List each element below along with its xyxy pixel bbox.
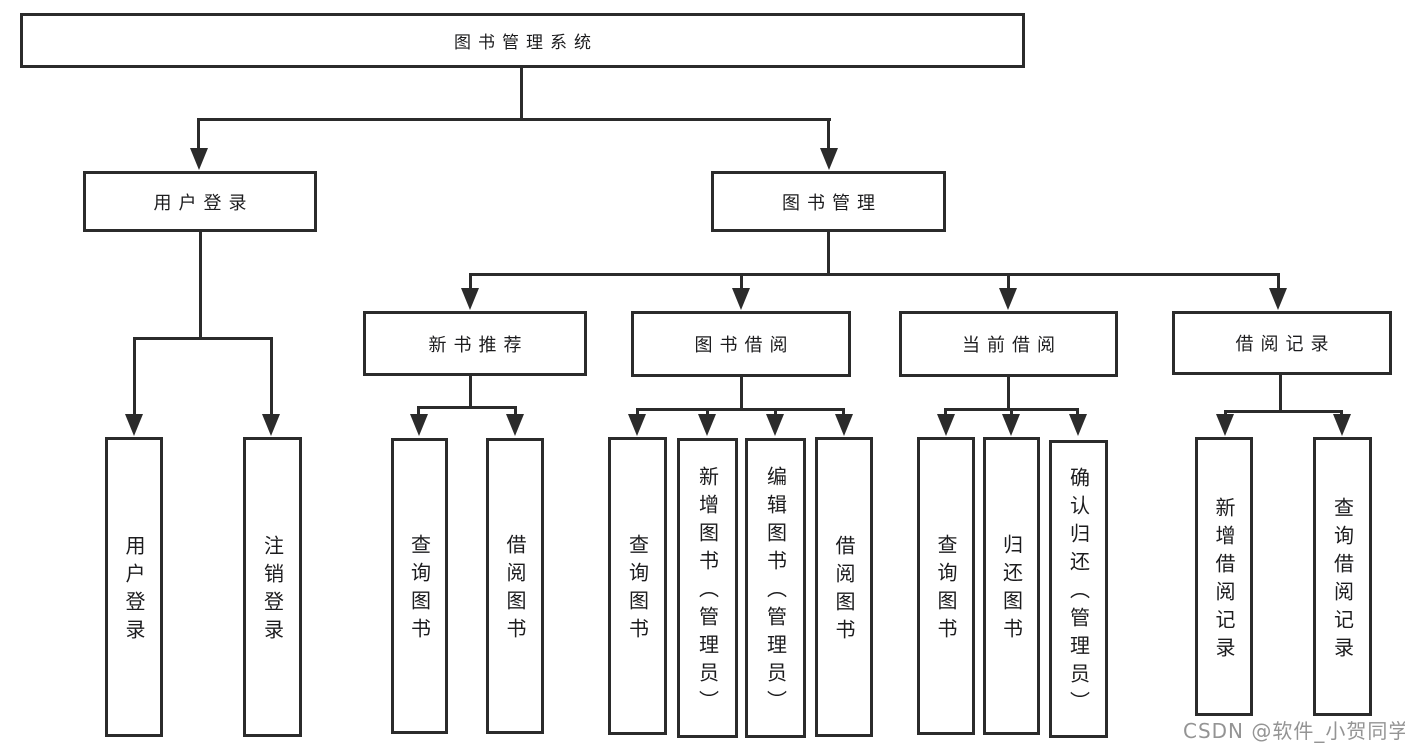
connector-line: [1224, 410, 1342, 413]
connector-line: [270, 337, 273, 415]
connector-line: [827, 232, 830, 273]
arrow-down-icon: [262, 414, 280, 436]
node-label: 查询图书: [625, 534, 650, 646]
arrow-down-icon: [1216, 414, 1234, 436]
arrow-down-icon: [1002, 414, 1020, 436]
arrow-down-icon: [698, 414, 716, 436]
node-search-books: 查询图书: [917, 437, 975, 735]
connector-line: [1279, 375, 1282, 410]
node-label: 注销登录: [260, 535, 285, 647]
connector-line: [469, 273, 472, 290]
node-library-management-system: 图书管理系统: [20, 13, 1025, 68]
connector-line: [774, 408, 777, 417]
node-label: 当前借阅: [962, 335, 1062, 356]
connector-line: [1010, 408, 1013, 417]
arrow-down-icon: [125, 414, 143, 436]
node-add-books-admin: 新增图书（管理员）: [677, 438, 738, 738]
connector-line: [469, 273, 1279, 276]
connector-line: [740, 376, 743, 408]
arrow-down-icon: [410, 414, 428, 436]
node-logout-action: 注销登录: [243, 437, 302, 737]
arrow-down-icon: [461, 288, 479, 310]
connector-line: [740, 273, 743, 290]
node-confirm-return-admin: 确认归还（管理员）: [1049, 440, 1108, 738]
arrow-down-icon: [190, 148, 208, 170]
node-label: 用户登录: [122, 535, 146, 647]
node-label: 用户登录: [153, 192, 254, 214]
node-book-management-module: 图书管理: [711, 171, 946, 232]
connector-line: [636, 408, 639, 417]
arrow-down-icon: [732, 288, 750, 310]
connector-line: [520, 68, 523, 119]
connector-line: [514, 406, 517, 416]
node-label: 确认归还（管理员）: [1066, 467, 1091, 719]
arrow-down-icon: [999, 288, 1017, 310]
arrow-down-icon: [1269, 288, 1287, 310]
arrow-down-icon: [820, 148, 838, 170]
arrow-down-icon: [1333, 414, 1351, 436]
connector-line: [827, 118, 830, 150]
connector-line: [706, 408, 709, 417]
node-return-books: 归还图书: [983, 437, 1040, 735]
csdn-watermark: CSDN @软件_小贺同学: [1183, 719, 1405, 743]
node-current-borrowing: 当前借阅: [899, 311, 1118, 377]
node-label: 新增图书（管理员）: [695, 466, 720, 718]
node-book-borrowing: 图书借阅: [631, 311, 851, 377]
node-label: 借阅记录: [1235, 334, 1336, 355]
node-label: 借阅图书: [832, 535, 856, 647]
node-label: 图书管理系统: [454, 33, 598, 53]
connector-line: [197, 118, 831, 121]
node-add-borrow-record: 新增借阅记录: [1195, 437, 1253, 716]
arrow-down-icon: [937, 414, 955, 436]
connector-line: [1340, 410, 1343, 417]
node-search-books: 查询图书: [608, 437, 667, 735]
node-borrowing-records: 借阅记录: [1172, 311, 1392, 375]
node-search-borrow-record: 查询借阅记录: [1313, 437, 1372, 716]
connector-line: [1224, 410, 1227, 417]
connector-line: [1277, 273, 1280, 290]
node-borrow-books: 借阅图书: [815, 437, 873, 737]
node-user-login-action: 用户登录: [105, 437, 163, 737]
node-label: 图书管理: [782, 192, 882, 214]
connector-line: [417, 406, 517, 409]
arrow-down-icon: [506, 414, 524, 436]
connector-line: [199, 232, 202, 337]
connector-line: [1076, 408, 1079, 417]
node-user-login-module: 用户登录: [83, 171, 317, 232]
node-edit-books-admin: 编辑图书（管理员）: [745, 438, 806, 738]
node-new-book-recommendation: 新书推荐: [363, 311, 587, 376]
node-search-books: 查询图书: [391, 438, 448, 734]
connector-line: [133, 337, 136, 415]
arrow-down-icon: [1069, 414, 1087, 436]
node-label: 新书推荐: [428, 334, 529, 356]
connector-line: [197, 118, 200, 150]
arrow-down-icon: [628, 414, 646, 436]
node-label: 查询图书: [934, 534, 958, 646]
connector-line: [417, 406, 420, 416]
node-borrow-books: 借阅图书: [486, 438, 544, 734]
node-label: 归还图书: [999, 534, 1024, 646]
connector-line: [133, 337, 273, 340]
node-label: 图书借阅: [694, 335, 795, 356]
connector-line: [944, 408, 947, 417]
node-label: 查询图书: [407, 534, 432, 646]
node-label: 查询借阅记录: [1330, 496, 1355, 665]
connector-line: [469, 375, 472, 406]
node-label: 新增借阅记录: [1212, 496, 1236, 665]
arrow-down-icon: [835, 414, 853, 436]
connector-line: [842, 408, 845, 417]
connector-line: [1007, 376, 1010, 408]
node-label: 编辑图书（管理员）: [763, 466, 788, 718]
node-label: 借阅图书: [503, 534, 527, 646]
arrow-down-icon: [766, 414, 784, 436]
connector-line: [636, 408, 845, 411]
connector-line: [1007, 273, 1010, 290]
